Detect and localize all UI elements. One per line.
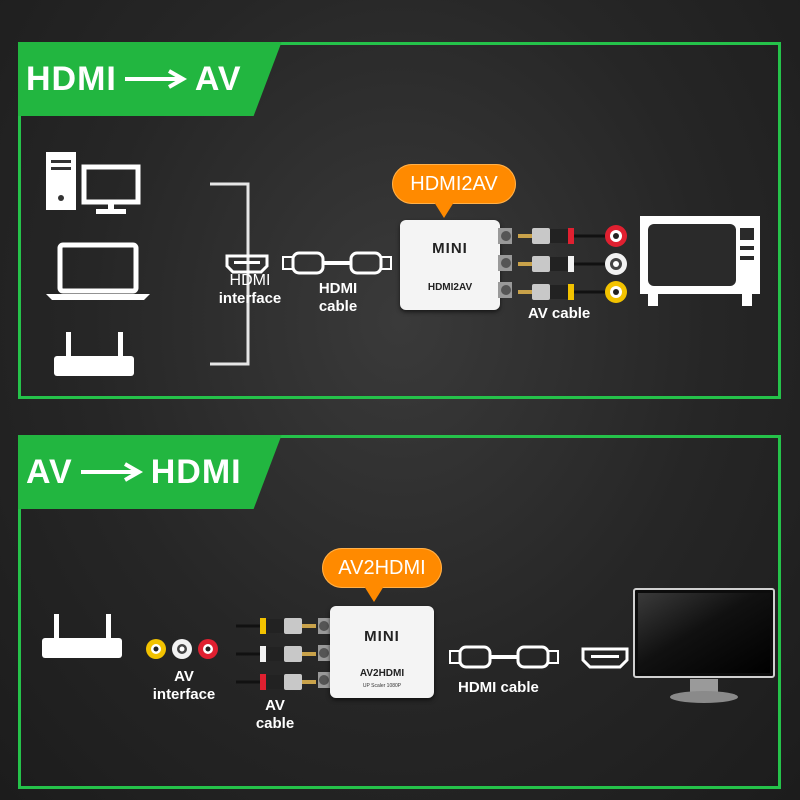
monitor-icon — [633, 588, 775, 703]
hdmi-port-icon — [581, 647, 629, 669]
hdmi-to-av-tag: HDMI AV — [18, 42, 282, 116]
av-cable-label: AV cable — [528, 305, 591, 322]
device-model-label: HDMI2AV — [427, 282, 473, 293]
device-sub-label: UP Scaler 1080P — [362, 683, 402, 689]
laptop-icon — [46, 242, 150, 300]
av-cable-line1: AV — [265, 697, 285, 714]
av-cable-icon — [518, 228, 606, 300]
arrow-right-icon — [123, 69, 189, 89]
rca-jack-icon — [146, 639, 218, 659]
hdmi-cable-icon — [449, 645, 559, 669]
converter-rca-ports — [498, 228, 512, 298]
av-interface-line1: AV — [174, 668, 194, 685]
device-mini-label: MINI — [432, 240, 468, 257]
hdmi-cable-line1: HDMI — [318, 280, 358, 297]
tv-icon — [640, 216, 760, 306]
desktop-pc-icon — [46, 152, 141, 214]
arrow-right-icon — [79, 462, 145, 482]
router-icon — [42, 614, 122, 658]
av-interface-line2: interface — [152, 686, 216, 703]
hdmi-to-av-panel: HDMI AV — [18, 42, 781, 399]
av-to-hdmi-panel: AV HDMI — [18, 435, 781, 789]
device-mini-label: MINI — [364, 628, 400, 645]
tag-to: HDMI — [150, 452, 242, 491]
hdmi-cable-icon — [282, 251, 392, 275]
av2hdmi-bubble: AV2HDMI — [322, 548, 442, 602]
av-interface-label: AV interface — [144, 668, 224, 704]
hdmi2av-converter: MINI HDMI2AV — [400, 220, 500, 310]
rca-jack-icon — [605, 225, 627, 303]
hdmi-cable-label: HDMI cable — [306, 280, 370, 316]
av2hdmi-converter: MINI AV2HDMI UP Scaler 1080P — [330, 606, 434, 698]
av-cable-line2: cable — [255, 715, 295, 732]
converter-rca-ports — [318, 618, 332, 688]
hdmi-interface-label: HDMI interface — [215, 272, 285, 308]
av-to-hdmi-tag: AV HDMI — [18, 435, 282, 509]
device-model-label: AV2HDMI — [359, 668, 405, 679]
av-cable-icon — [236, 618, 316, 690]
tag-to: AV — [194, 59, 242, 98]
tag-from: AV — [26, 452, 73, 491]
hdmi2av-bubble: HDMI2AV — [392, 164, 516, 218]
hdmi-interface-line2: interface — [218, 290, 282, 307]
av-cable-label: AV cable — [250, 697, 300, 733]
hdmi-cable-line2: cable — [318, 298, 358, 315]
tag-from: HDMI — [26, 59, 117, 98]
hdmi-port-icon — [225, 254, 269, 274]
device-bracket — [210, 182, 250, 366]
hdmi-cable-label: HDMI cable — [458, 679, 539, 696]
router-icon — [54, 332, 134, 376]
hdmi-interface-line1: HDMI — [229, 272, 271, 289]
